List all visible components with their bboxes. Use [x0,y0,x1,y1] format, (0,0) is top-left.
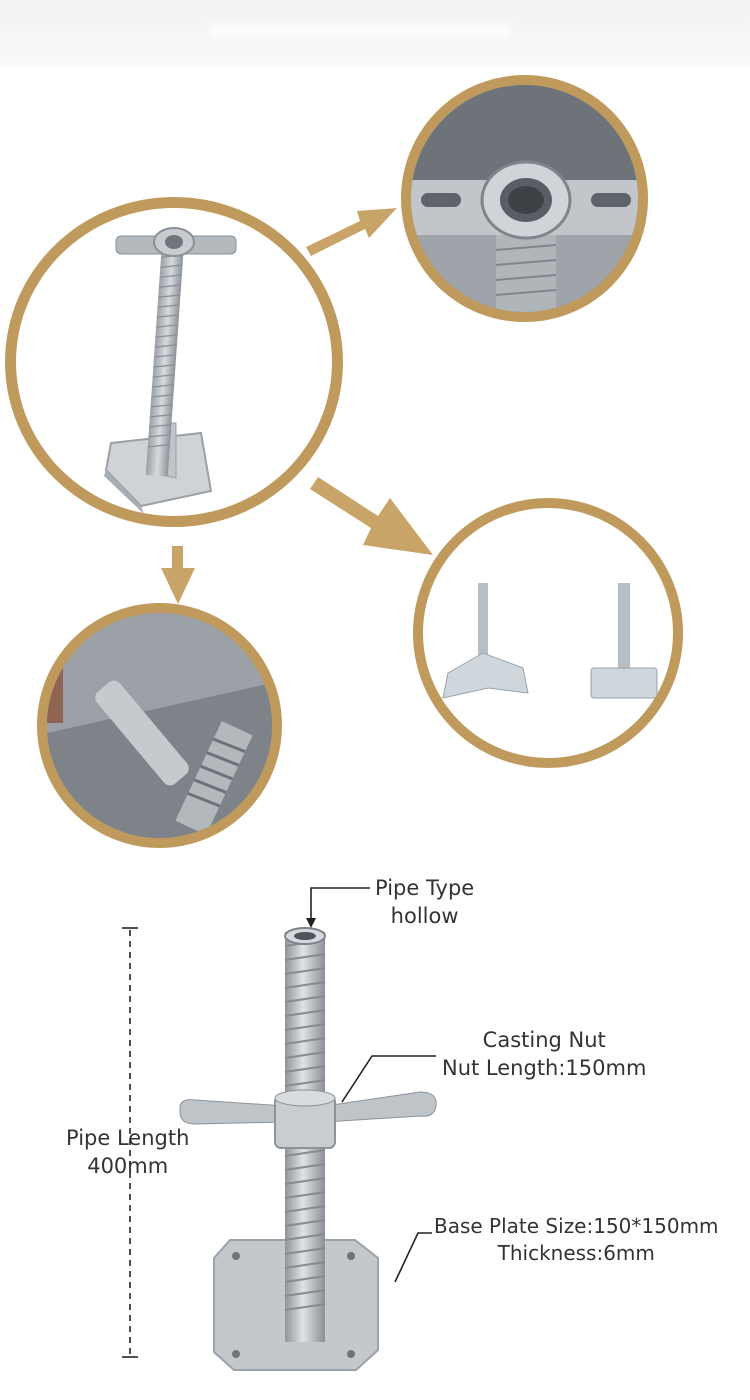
casting-nut-title: Casting Nut [482,1028,606,1052]
top-banner [0,0,750,68]
screw-jack-image [104,227,237,514]
detail-bases-circle [413,498,683,768]
banner-blur [210,26,510,36]
weld-closeup-image [47,613,272,838]
casting-nut-label: Casting Nut Nut Length:150mm [442,1026,646,1083]
pipe-length-label: Pipe Length 400mm [66,1124,189,1181]
pipe-type-label: Pipe Type hollow [375,874,474,931]
arrow-to-weld [161,546,195,604]
nut-length-value: Nut Length:150mm [442,1056,647,1081]
detail-nut-circle [401,75,648,322]
main-product-circle [5,197,343,527]
jack-diagram-image [179,927,437,1371]
base-plate-size: Base Plate Size:150*150mm [434,1214,719,1238]
pipe-type-title: Pipe Type [375,876,475,900]
base-plate-variants-image [442,583,658,699]
detail-weld-circle [37,603,282,848]
base-plate-label: Base Plate Size:150*150mm Thickness:6mm [434,1213,719,1267]
base-plate-thickness: Thickness:6mm [497,1241,655,1265]
arrows [161,208,433,604]
casting-nut-closeup-image [411,85,638,312]
pipe-length-value: 400mm [87,1154,169,1179]
pipe-type-value: hollow [390,904,459,929]
arrow-to-bases [310,477,433,555]
pipe-length-title: Pipe Length [66,1126,190,1150]
arrow-to-nut [306,208,397,256]
annotation-lines [122,887,436,1358]
